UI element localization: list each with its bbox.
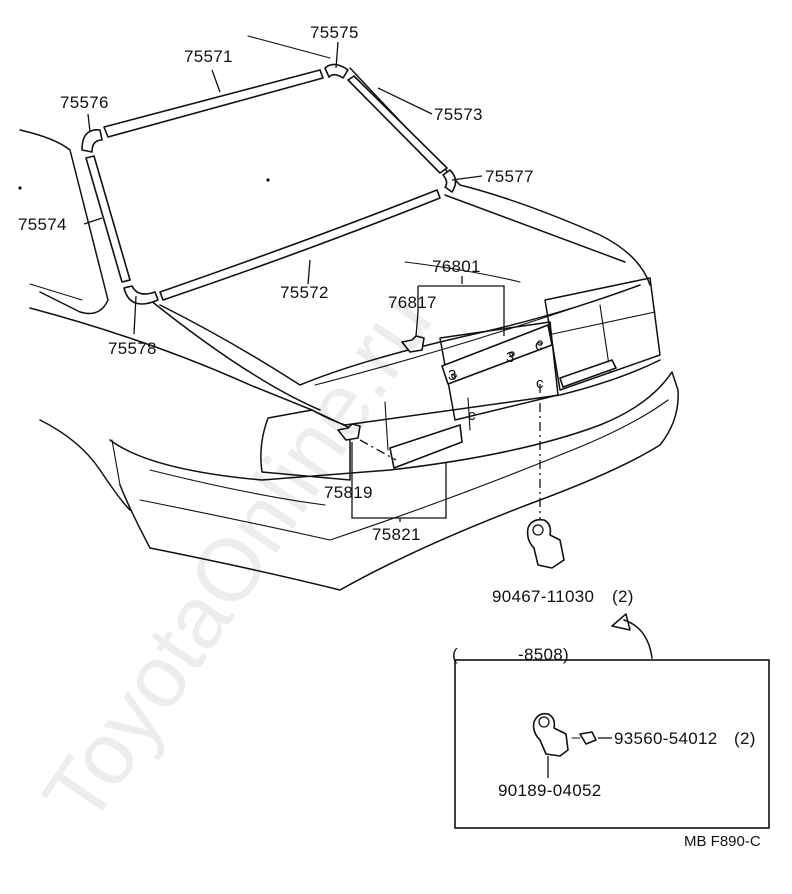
- svg-text:c: c: [468, 407, 476, 424]
- svg-text:c: c: [535, 337, 543, 354]
- label-75575: 75575: [310, 23, 359, 42]
- label-90467: 90467-11030: [492, 587, 594, 606]
- svg-text:3: 3: [448, 367, 456, 384]
- moulding-75574: [85, 155, 131, 283]
- figure-code: MB F890-C: [684, 833, 761, 850]
- moulding-75572: [159, 189, 441, 301]
- leader-lines: [83, 41, 653, 659]
- corner-75578: [123, 285, 159, 305]
- label-93560-qty: (2): [734, 729, 756, 748]
- label-76801: 76801: [432, 257, 481, 276]
- label-75821: 75821: [372, 525, 421, 544]
- garnish-75821: [389, 424, 463, 469]
- label-75819: 75819: [324, 483, 373, 502]
- label-75576: 75576: [60, 93, 109, 112]
- window-mouldings: [81, 63, 457, 305]
- corner-75577: [442, 169, 457, 193]
- label-90467-qty: (2): [612, 587, 634, 606]
- corner-75575: [324, 63, 349, 79]
- svg-text:3: 3: [506, 349, 514, 366]
- label-75578: 75578: [108, 339, 157, 358]
- label-75572: 75572: [280, 283, 329, 302]
- label-76817: 76817: [388, 293, 437, 312]
- clip-75819: [337, 423, 361, 441]
- inset-box: [454, 659, 770, 829]
- inset-range-label: -8508): [518, 645, 569, 664]
- label-93560: 93560-54012: [614, 729, 718, 748]
- label-75571: 75571: [184, 47, 233, 66]
- svg-text:c: c: [536, 375, 544, 392]
- garnish-76801: [441, 324, 553, 385]
- clip-76817: [401, 335, 425, 353]
- moulding-75573: [347, 75, 448, 174]
- part-labels: 75575 75571 75576 75573 75577 75574 7680…: [18, 23, 761, 850]
- label-90189: 90189-04052: [498, 781, 602, 800]
- label-75577: 75577: [485, 167, 534, 186]
- license-lamp-90467: [526, 384, 565, 569]
- label-75573: 75573: [434, 105, 483, 124]
- inset-range-open: (: [452, 645, 458, 664]
- car-body: [18, 35, 679, 591]
- watermark: ToyotaOnline.ru: [24, 274, 451, 840]
- corner-75576: [81, 129, 103, 153]
- moulding-75571: [103, 69, 324, 138]
- license-parts: c c c 3 3: [337, 324, 617, 469]
- label-75574: 75574: [18, 215, 67, 234]
